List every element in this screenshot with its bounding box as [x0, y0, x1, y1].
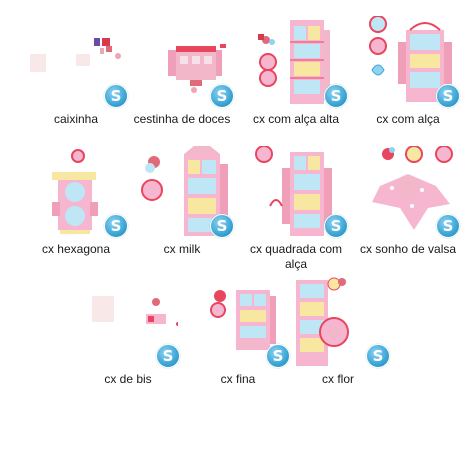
silhouette-studio-icon: S: [324, 84, 348, 108]
file-item[interactable]: S cx fina: [182, 276, 294, 416]
file-thumbnail: [246, 16, 346, 108]
silhouette-studio-icon: S: [104, 214, 128, 238]
silhouette-studio-icon: S: [266, 344, 290, 368]
file-thumbnail: [132, 146, 232, 238]
file-item[interactable]: S cx com alça: [352, 16, 464, 156]
file-thumbnail: [26, 16, 126, 108]
silhouette-studio-icon: S: [156, 344, 180, 368]
file-thumbnail: [26, 146, 126, 238]
silhouette-studio-icon: S: [436, 214, 460, 238]
file-name: cx milk: [163, 242, 201, 256]
silhouette-studio-icon: S: [210, 214, 234, 238]
file-name: cx quadrada com alça: [249, 242, 343, 271]
file-name: cx com alça alta: [252, 112, 340, 126]
file-item[interactable]: S cx milk: [126, 146, 238, 286]
file-name: caixinha: [53, 112, 99, 126]
file-item[interactable]: S cx flor: [282, 276, 394, 416]
silhouette-studio-icon: S: [366, 344, 390, 368]
file-thumbnail: [246, 146, 346, 238]
file-thumbnail: [78, 276, 178, 368]
silhouette-studio-icon: S: [436, 84, 460, 108]
file-name: cx sonho de valsa: [359, 242, 457, 256]
file-name: cx com alça: [376, 112, 440, 126]
file-item[interactable]: S cx de bis: [72, 276, 184, 416]
file-item[interactable]: S cx com alça alta: [240, 16, 352, 156]
file-item[interactable]: S cx hexagona: [20, 146, 132, 286]
file-item[interactable]: S cestinha de doces: [126, 16, 238, 156]
file-name: cx de bis: [104, 372, 152, 386]
file-thumbnail: [358, 16, 458, 108]
file-name: cx flor: [321, 372, 354, 386]
silhouette-studio-icon: S: [210, 84, 234, 108]
file-thumbnail: [288, 276, 388, 368]
file-thumbnail: [132, 16, 232, 108]
file-item[interactable]: S cx sonho de valsa: [352, 146, 464, 286]
file-name: cx hexagona: [41, 242, 111, 256]
file-name: cx fina: [220, 372, 256, 386]
file-item[interactable]: S cx quadrada com alça: [240, 146, 352, 286]
file-thumbnail: [358, 146, 458, 238]
silhouette-studio-icon: S: [104, 84, 128, 108]
file-item[interactable]: S caixinha: [20, 16, 132, 156]
file-name: cestinha de doces: [133, 112, 231, 126]
silhouette-studio-icon: S: [324, 214, 348, 238]
file-thumbnail: [188, 276, 288, 368]
